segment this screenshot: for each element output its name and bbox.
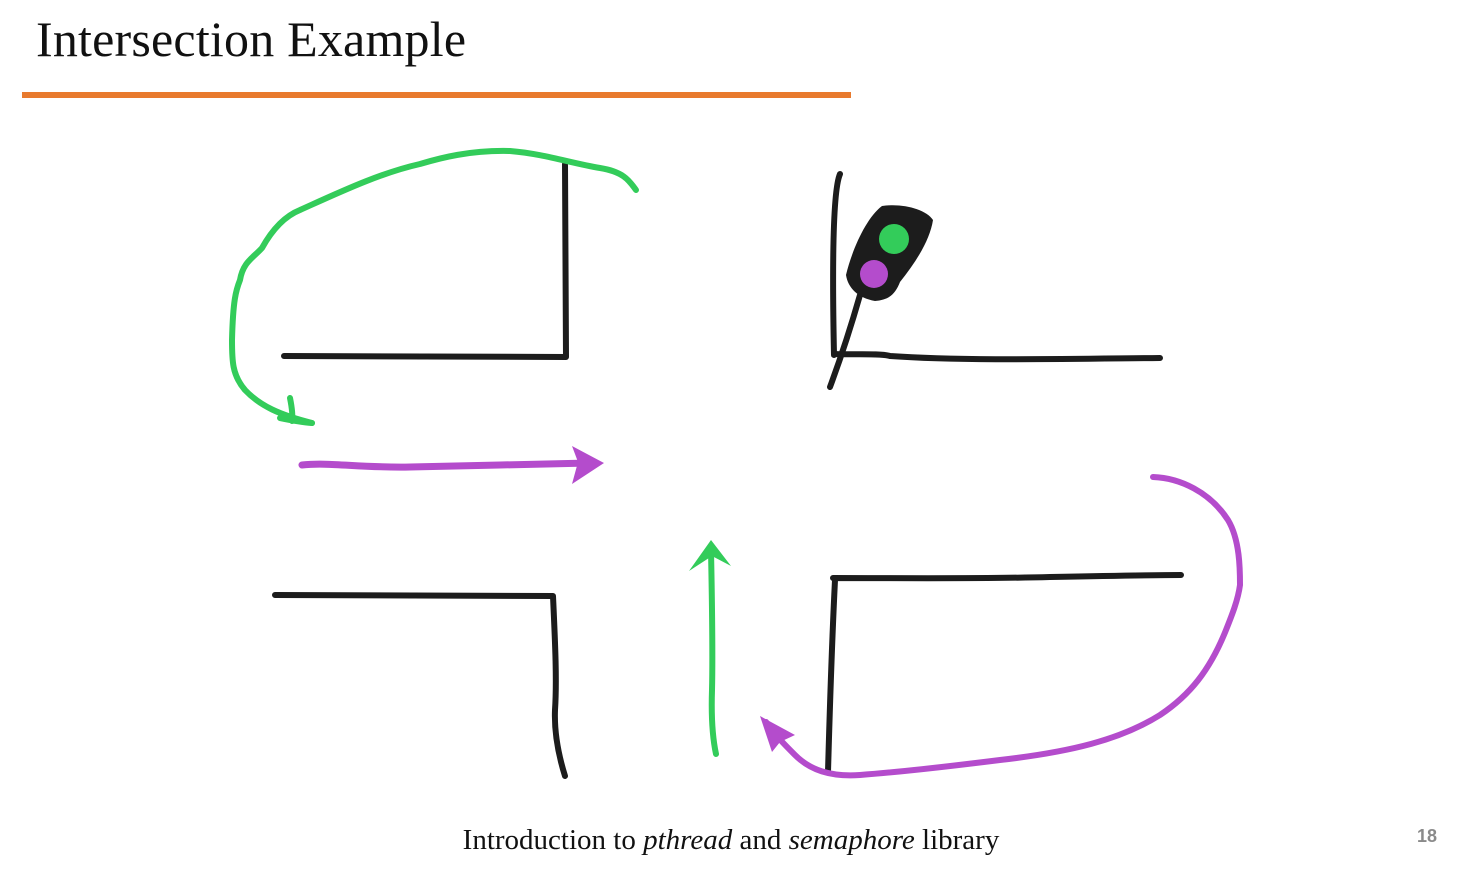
road-corner-bottom-right	[825, 572, 1184, 775]
footer-text-part3: library	[914, 824, 1000, 856]
road-corner-top-left	[281, 161, 569, 360]
purple-loop-arrow	[760, 474, 1243, 779]
road-corner-top-right	[830, 171, 1163, 363]
footer-text-semaphore: semaphore	[788, 824, 915, 856]
purple-signal-light	[860, 260, 888, 288]
green-up-arrow	[689, 540, 731, 757]
slide-title: Intersection Example	[36, 11, 467, 67]
title-underline	[22, 92, 851, 98]
green-loop-arrow	[229, 147, 639, 426]
page-number: 18	[1416, 826, 1437, 846]
footer-text-part1: Introduction to	[462, 824, 644, 856]
road-corner-bottom-left	[272, 592, 568, 779]
purple-right-arrow	[298, 446, 604, 484]
slide-footer: Introduction to pthread and semaphore li…	[0, 824, 1457, 857]
green-signal-light	[879, 224, 909, 254]
footer-text-part2: and	[732, 824, 789, 856]
traffic-light-icon	[827, 205, 933, 390]
footer-text-pthread: pthread	[643, 824, 733, 856]
